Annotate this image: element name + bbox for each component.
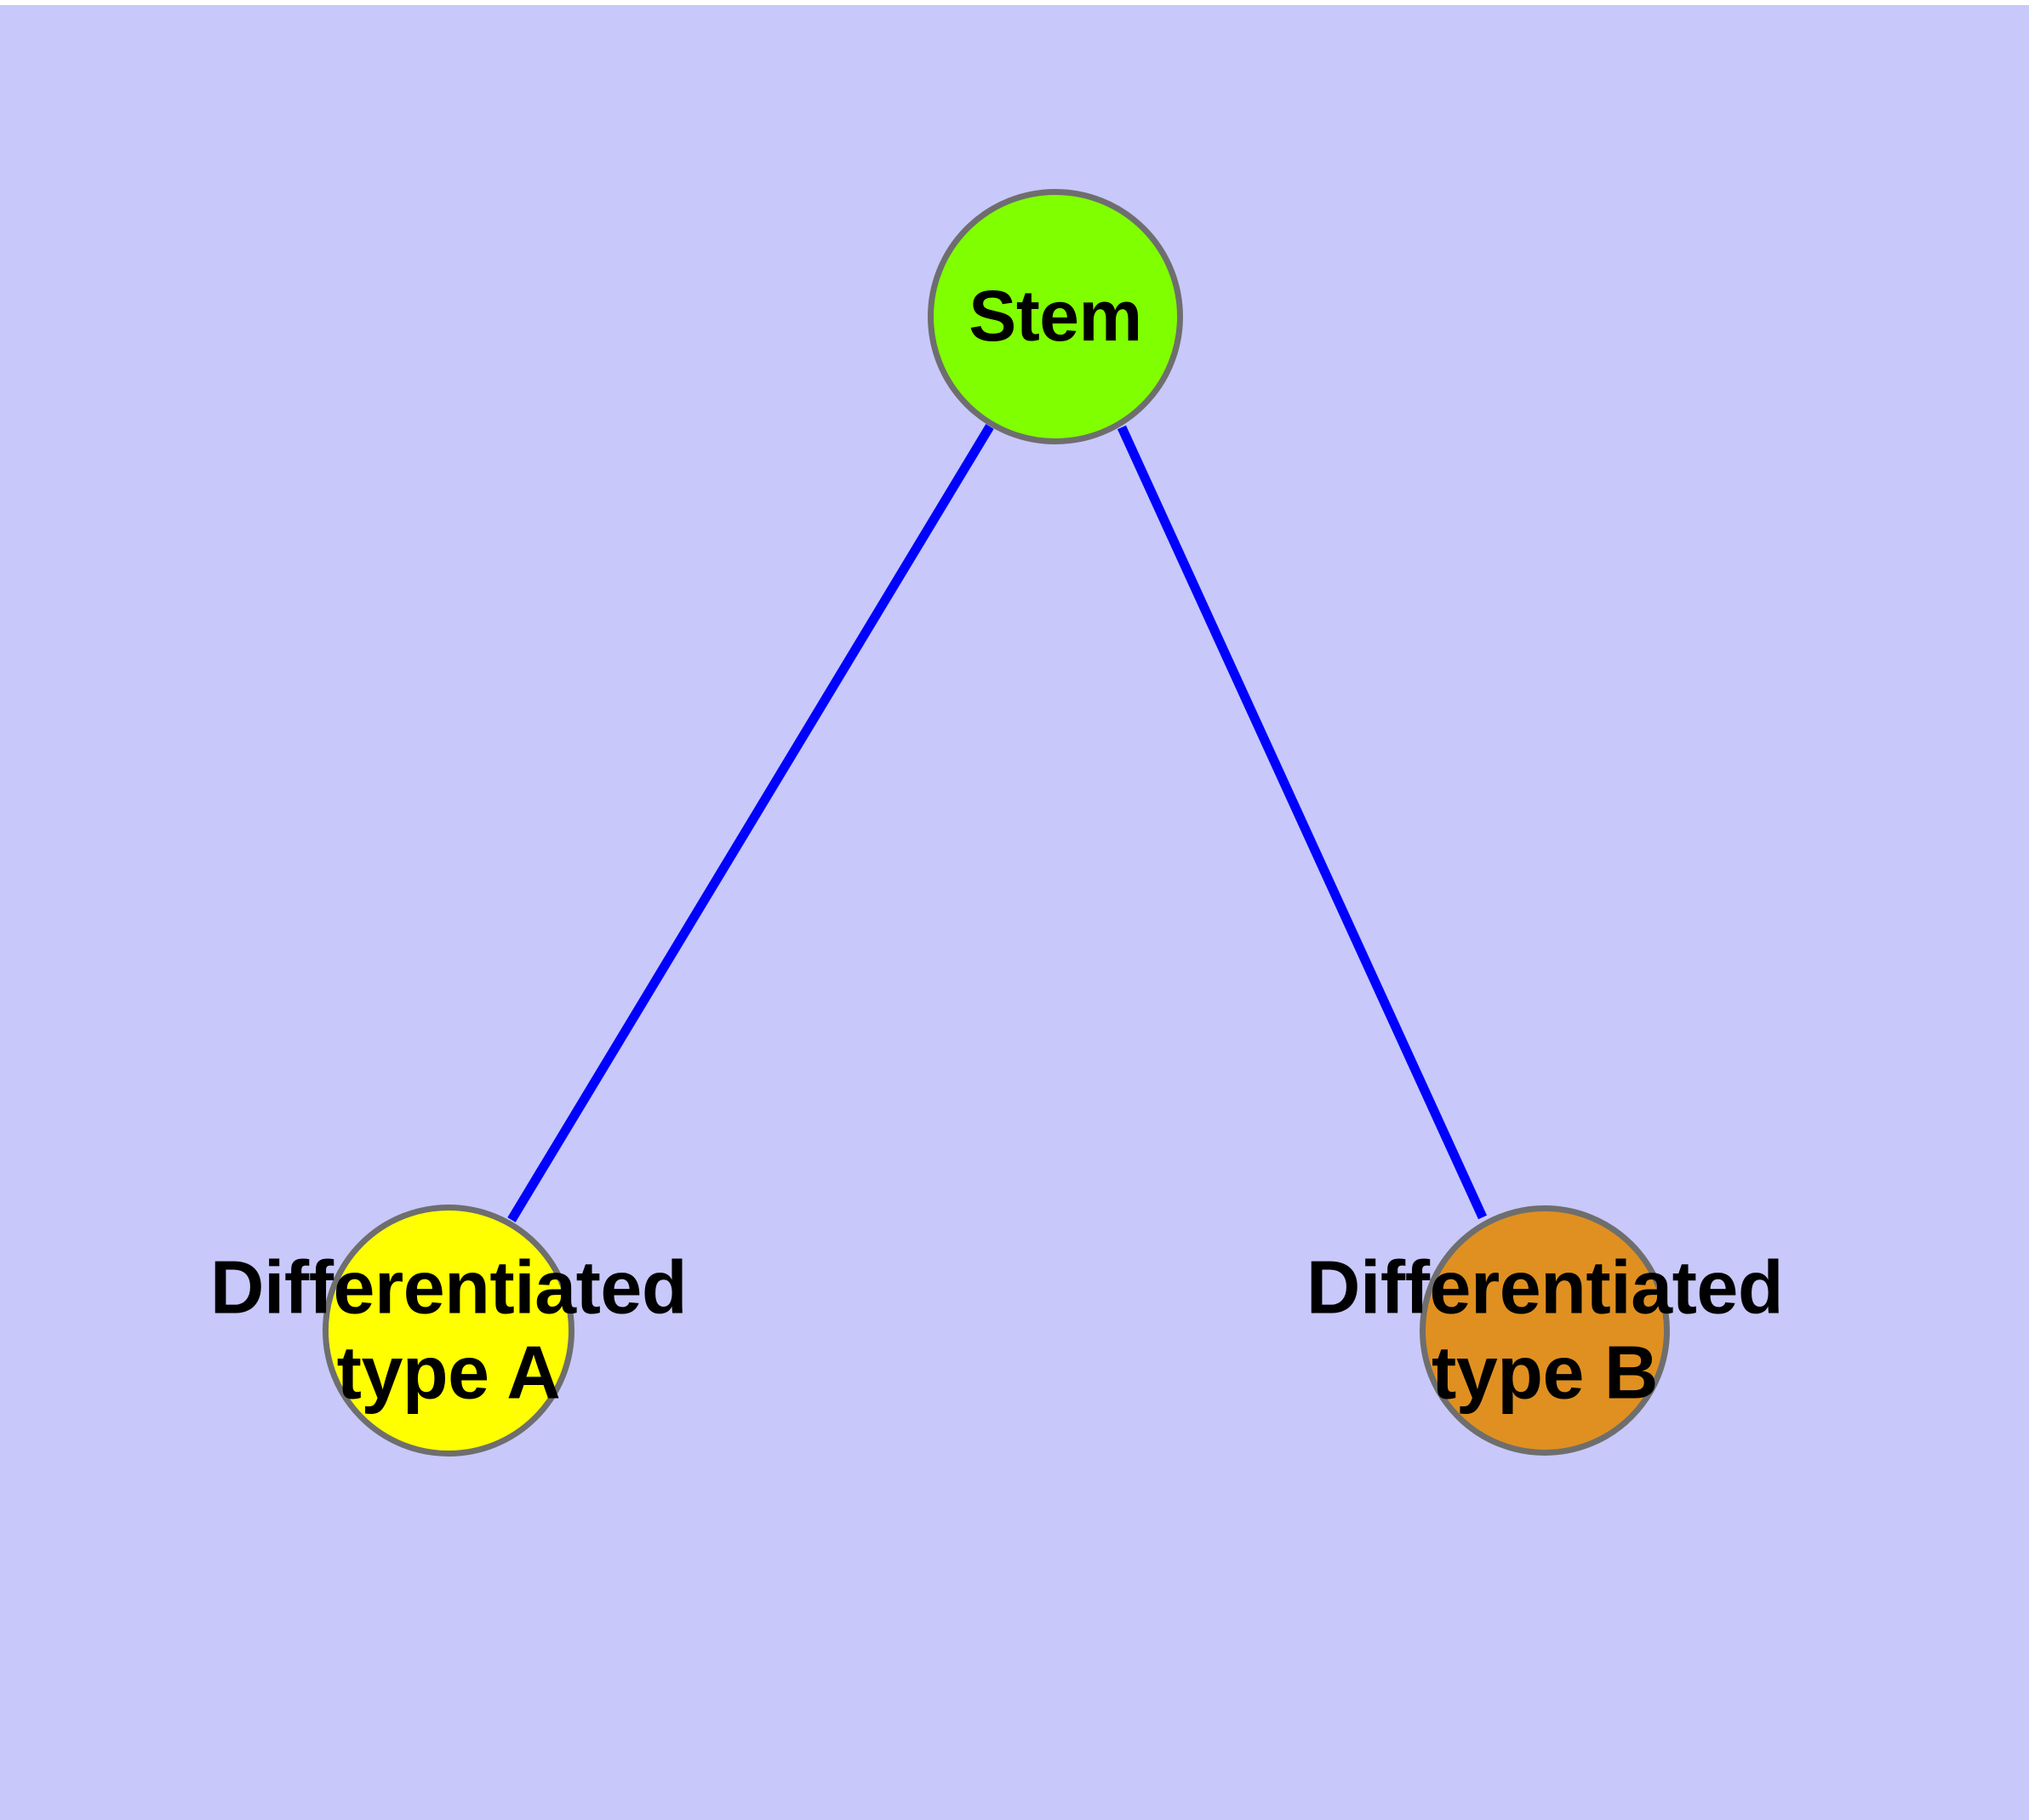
node-label-differentiated-type-a: Differentiated type A (209, 1245, 688, 1415)
node-label-stem: Stem (969, 276, 1142, 357)
node-label-differentiated-type-b: Differentiated type B (1306, 1245, 1784, 1415)
node-stem[interactable]: Stem (928, 189, 1183, 444)
node-differentiated-type-a[interactable]: Differentiated type A (210, 1205, 688, 1457)
node-differentiated-type-b[interactable]: Differentiated type B (1306, 1205, 1784, 1456)
